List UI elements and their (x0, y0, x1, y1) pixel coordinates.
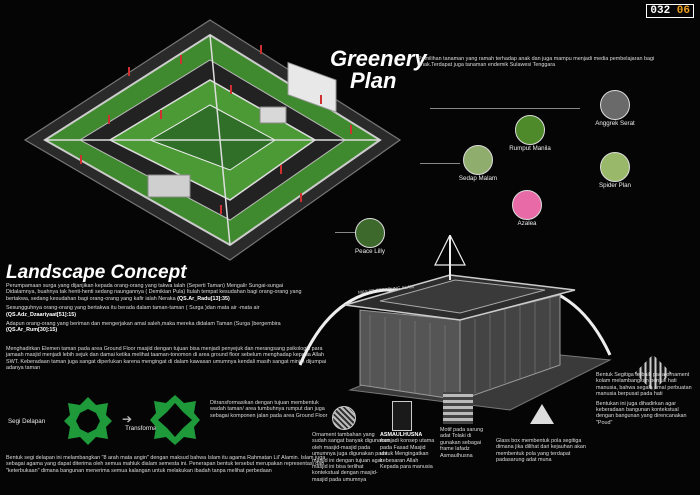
greenery-site-plan (23, 19, 402, 261)
motif-thumbnail (443, 392, 473, 424)
segi-delapan-label: Segi Delapan (8, 418, 46, 425)
landscape-garden-text: Menghadirkan Elemen taman pada area Grou… (6, 346, 327, 372)
octagon-meaning-text: Bentuk segi delapan ini melambangkan "8 … (6, 455, 326, 474)
plant-spider-plan: Spider Plan (585, 152, 645, 189)
motif-annotation: Motif pada sarung adat Tolaki di gunakan… (440, 427, 484, 459)
sedap-malam-photo (463, 145, 493, 175)
plant-anggrek-serat: Anggrek Serat (585, 90, 645, 127)
plant-leader-line (420, 163, 460, 164)
asmaulhusna-annotation: ASMAULHUSNA menjadi konsep utama pada Fa… (380, 432, 435, 471)
transform-description: Ditransformasikan dengan tujuan membentu… (210, 400, 328, 419)
landscape-title: Landscape Concept (6, 262, 187, 283)
rumput-manila-photo (515, 115, 545, 145)
greenery-title: Greenery Plan (330, 46, 427, 93)
anggrek-serat-photo (600, 90, 630, 120)
plant-leader-line (335, 232, 360, 233)
landscape-text: Perumpamaan surga yang dijanjikan kepada… (6, 283, 302, 334)
glass-box-thumbnail (530, 404, 554, 424)
spider-plan-photo (600, 152, 630, 182)
ornament-annotation: Ornament tambahan yang sudah sangat bany… (312, 432, 390, 483)
glass-box-annotation: Glass box membentuk pola segitiga dimana… (496, 438, 586, 464)
arrow-right-icon: ➔ (122, 412, 133, 426)
ornament-thumbnail (332, 406, 356, 430)
plant-sedap-malam: Sedap Malam (448, 145, 508, 182)
greenery-description: Pemilihan tanaman yang ramah terhadap an… (418, 56, 655, 69)
transformasi-label: Transformasi (125, 425, 161, 432)
plant-azalea: Azalea (497, 190, 557, 227)
page-number: 032 06 (646, 4, 694, 18)
octagon-shape (64, 397, 112, 445)
segitiga-annotation: Bentuk Segitiga terbaik pada ornament ko… (596, 372, 692, 426)
azalea-photo (512, 190, 542, 220)
transformed-octagon-shape (150, 395, 200, 445)
plant-leader-line (430, 108, 580, 109)
peace-lilly-photo (355, 218, 385, 248)
asmaulhusna-thumbnail (392, 401, 412, 431)
mosque-building (298, 235, 612, 411)
plant-peace-lilly: Peace Lilly (340, 218, 400, 255)
plant-rumput-manila: Rumput Manila (500, 115, 560, 152)
